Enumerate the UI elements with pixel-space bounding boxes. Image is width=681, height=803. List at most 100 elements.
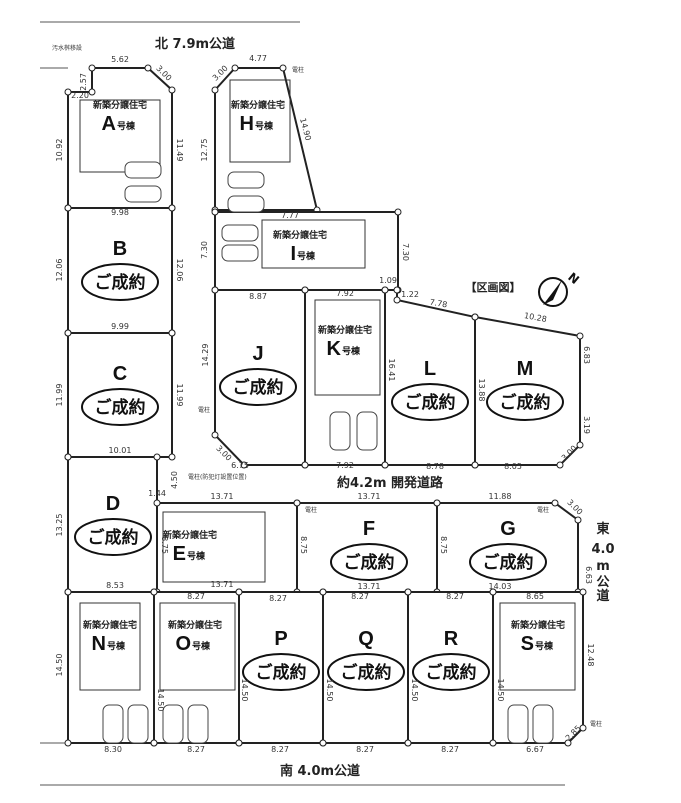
- sold-badge: [469, 543, 547, 581]
- boundary-marker: [88, 64, 96, 72]
- dimension-label: 8.75: [299, 536, 308, 554]
- dimension-label: 14.50: [496, 679, 505, 702]
- dimension-label: 4.77: [249, 54, 267, 63]
- dimension-label: 14.50: [410, 679, 419, 702]
- dimension-label: 14.03: [489, 582, 512, 591]
- boundary-marker: [393, 286, 401, 294]
- boundary-marker: [404, 588, 412, 596]
- boundary-marker: [168, 453, 176, 461]
- boundary-marker: [404, 739, 412, 747]
- east-road-char: 東: [596, 521, 609, 537]
- house-id: N: [92, 633, 106, 655]
- north-road-label: 北 7.9m公道: [155, 36, 235, 52]
- parking-car-icon: [532, 704, 554, 744]
- house-footprint: [159, 602, 236, 691]
- dimension-label: 8.53: [106, 581, 124, 590]
- east-road-char: 公: [596, 575, 609, 590]
- dimension-label: 11.99: [55, 384, 64, 407]
- boundary-marker: [88, 88, 96, 96]
- boundary-marker: [240, 461, 248, 469]
- boundary-marker: [64, 329, 72, 337]
- sold-badge: [330, 543, 408, 581]
- boundary-marker: [574, 516, 582, 524]
- dimension-label: 8.27: [446, 592, 464, 601]
- boundary-marker: [211, 431, 219, 439]
- house-footprint: [79, 602, 141, 691]
- boundary-marker: [489, 739, 497, 747]
- lot-id: M: [517, 358, 534, 380]
- boundary-marker: [471, 461, 479, 469]
- lot-id: C: [113, 363, 127, 385]
- dimension-label: 9.99: [111, 322, 129, 331]
- lot-id: Q: [358, 628, 374, 650]
- house-label: 新築分譲住宅: [273, 229, 327, 241]
- boundary-marker: [64, 204, 72, 212]
- east-road-label: 東 4.0 m 公 道: [591, 521, 614, 604]
- dimension-label: 8.78: [426, 462, 444, 471]
- house-footprint: [261, 219, 366, 269]
- boundary-marker: [381, 286, 389, 294]
- house-footprint: [79, 99, 161, 173]
- sold-badge: [219, 368, 297, 406]
- sold-label: ご成約: [95, 272, 146, 293]
- parking-car-icon: [507, 704, 529, 744]
- sold-badge: [486, 383, 564, 421]
- lot-id: L: [424, 358, 436, 380]
- house-footprint: [162, 511, 266, 583]
- house-id: H: [240, 113, 254, 135]
- boundary-marker: [168, 86, 176, 94]
- boundary-marker: [471, 313, 479, 321]
- parking-car-icon: [221, 224, 259, 242]
- house-label: 新築分譲住宅: [83, 619, 137, 631]
- note-pole: 電柱: [292, 66, 304, 74]
- dimension-label: 1.22: [401, 290, 419, 299]
- dimension-label: 8.05: [504, 462, 522, 471]
- sold-label: ご成約: [483, 552, 534, 573]
- parking-car-icon: [356, 411, 378, 451]
- boundary-marker: [64, 588, 72, 596]
- house-suffix: 号棟: [535, 640, 554, 652]
- dimension-label: 13.71: [211, 580, 234, 589]
- dimension-label: 7.30: [401, 243, 410, 261]
- dimension-label: 13.88: [477, 379, 486, 402]
- lot-id: J: [252, 343, 263, 365]
- lot-id: D: [106, 493, 120, 515]
- house-id: S: [521, 633, 534, 655]
- house-label: 新築分譲住宅: [163, 529, 217, 541]
- house-suffix: 号棟: [117, 120, 136, 132]
- dimension-label: 14.50: [325, 679, 334, 702]
- dimension-label: 6.83: [582, 346, 591, 364]
- dimension-label: 8.27: [187, 745, 205, 754]
- parking-car-icon: [124, 161, 162, 179]
- sold-badge: [81, 263, 159, 301]
- house-label: 新築分譲住宅: [93, 99, 147, 111]
- dimension-label: 10.92: [55, 139, 64, 162]
- lot-id: B: [113, 238, 127, 260]
- boundary-marker: [293, 499, 301, 507]
- house-id: I: [290, 243, 296, 265]
- house-id: K: [327, 338, 342, 360]
- boundary-marker: [64, 453, 72, 461]
- dimension-label: 16.41: [387, 359, 396, 382]
- sold-badge: [412, 653, 490, 691]
- dimension-label: 8.27: [269, 594, 287, 603]
- dimension-label: 7.78: [429, 298, 448, 310]
- boundary-marker: [319, 739, 327, 747]
- dimension-label: 1.44: [148, 489, 166, 498]
- lot-id: P: [274, 628, 287, 650]
- dimension-label: 7.30: [200, 241, 209, 259]
- sold-label: ご成約: [426, 662, 477, 683]
- boundary-marker: [433, 499, 441, 507]
- house-suffix: 号棟: [342, 345, 361, 357]
- parking-car-icon: [162, 704, 184, 744]
- dimension-label: 14.50: [240, 679, 249, 702]
- dimension-label: 10.01: [109, 446, 132, 455]
- boundary-marker: [235, 739, 243, 747]
- house-id: O: [175, 633, 191, 655]
- dimension-label: 8.27: [351, 592, 369, 601]
- sold-badge: [74, 518, 152, 556]
- boundary-marker: [301, 461, 309, 469]
- note-pole: 電柱: [590, 720, 602, 728]
- boundary-marker: [393, 296, 401, 304]
- boundary-marker: [211, 208, 219, 216]
